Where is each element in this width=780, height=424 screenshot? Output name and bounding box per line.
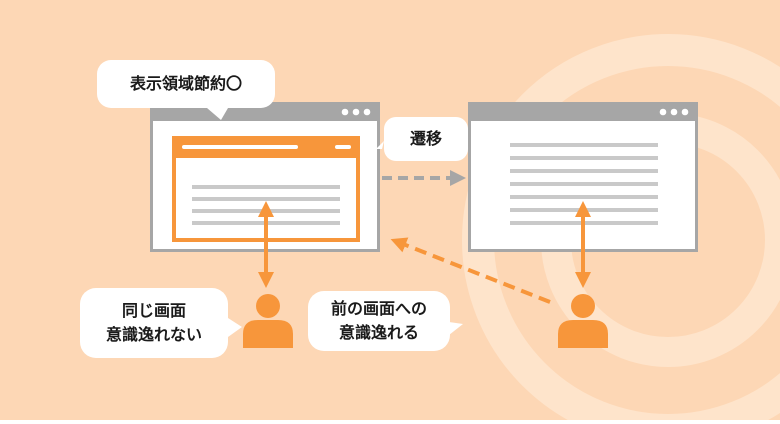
right-content-line bbox=[510, 156, 658, 160]
bubble-tail bbox=[376, 141, 384, 149]
bubble-tail bbox=[228, 318, 242, 337]
callout-same-screen: 同じ画面 意識逸れない bbox=[80, 288, 228, 358]
right-content-line bbox=[510, 169, 658, 173]
modal-content-line bbox=[192, 197, 340, 201]
modal-close-line bbox=[335, 145, 351, 149]
bubble-tail bbox=[207, 108, 228, 120]
right-content-line bbox=[510, 143, 658, 147]
callout-space-saving: 表示領域節約〇 bbox=[97, 60, 275, 108]
dashed-arrow-icon bbox=[390, 237, 551, 304]
modal-title-line bbox=[182, 145, 298, 149]
callout-transition: 遷移 bbox=[384, 117, 468, 161]
callout-prev-screen: 前の画面への 意識逸れる bbox=[308, 291, 450, 351]
callout-transition-text: 遷移 bbox=[409, 129, 442, 148]
window-dots-icon bbox=[341, 108, 371, 116]
person-icon bbox=[243, 294, 293, 348]
bubble-tail bbox=[449, 322, 463, 335]
right-browser-window bbox=[468, 102, 698, 252]
person-icon bbox=[558, 294, 608, 348]
right-content-line bbox=[510, 195, 658, 199]
right-content-line bbox=[510, 182, 658, 186]
modal-content-line bbox=[192, 185, 340, 189]
callout-same-screen-text: 同じ画面 意識逸れない bbox=[105, 301, 202, 344]
callout-space-saving-text: 表示領域節約〇 bbox=[129, 74, 242, 93]
window-dots-icon bbox=[659, 108, 689, 116]
callout-prev-screen-text: 前の画面への 意識逸れる bbox=[330, 299, 427, 342]
